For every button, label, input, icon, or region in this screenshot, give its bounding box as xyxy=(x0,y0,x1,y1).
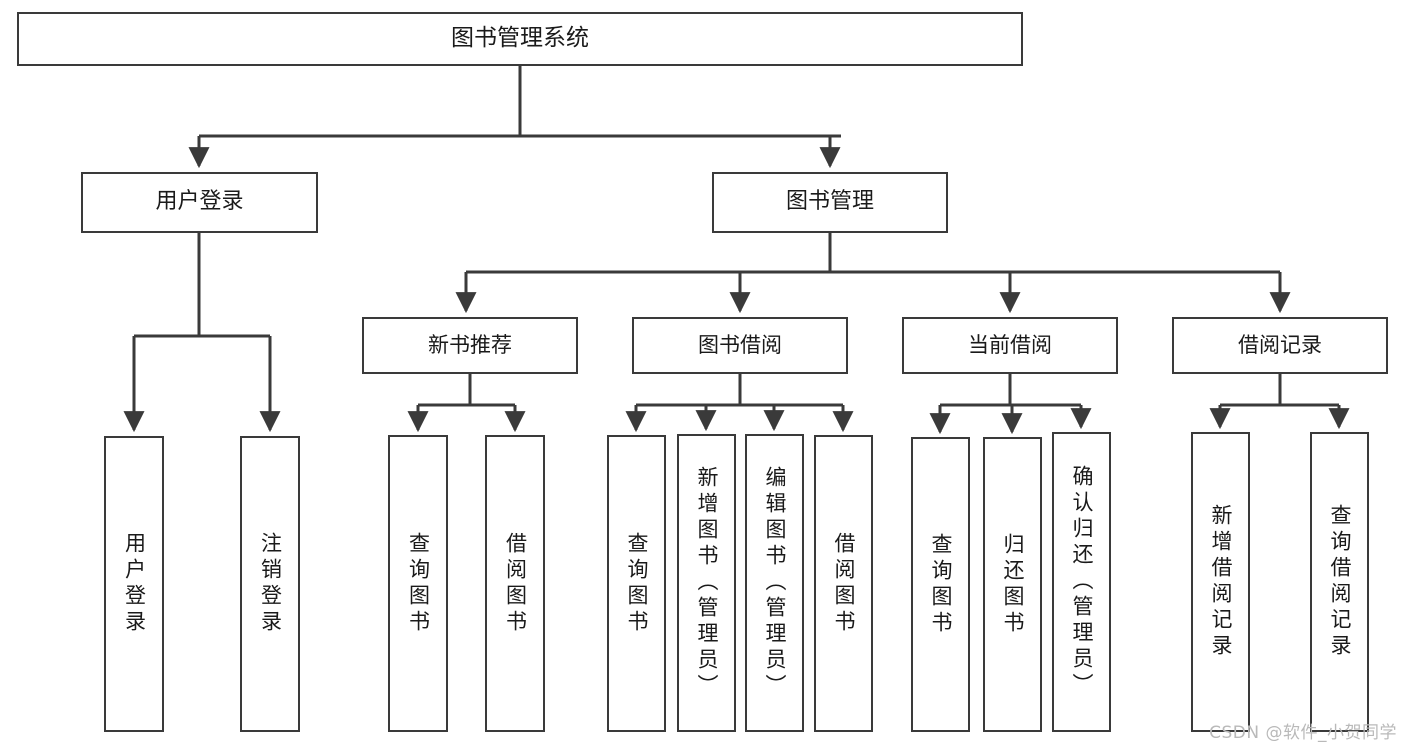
node-current-borrow-label: 当前借阅 xyxy=(968,332,1052,357)
watermark-text: CSDN @软件_小贺同学 xyxy=(1209,723,1397,743)
node-leaf-confirm-return-admin[interactable]: 确认归还（管理员） xyxy=(1052,432,1111,732)
node-borrow-record-label: 借阅记录 xyxy=(1238,332,1322,357)
node-leaf-query-borrow-record[interactable]: 查询借阅记录 xyxy=(1310,432,1369,732)
node-current-borrow[interactable]: 当前借阅 xyxy=(902,317,1118,374)
node-leaf-user-login-label: 用户登录 xyxy=(122,532,147,636)
node-leaf-add-book-admin-label: 新增图书（管理员） xyxy=(695,466,719,700)
node-borrow-record[interactable]: 借阅记录 xyxy=(1172,317,1388,374)
node-leaf-return-book[interactable]: 归还图书 xyxy=(983,437,1042,732)
node-leaf-query-borrow-record-label: 查询借阅记录 xyxy=(1328,504,1352,660)
node-leaf-borrow-book-recommend[interactable]: 借阅图书 xyxy=(485,435,545,732)
node-leaf-query-book-borrow[interactable]: 查询图书 xyxy=(607,435,666,732)
node-book-borrow-label: 图书借阅 xyxy=(698,332,782,357)
node-leaf-edit-book-admin-label: 编辑图书（管理员） xyxy=(763,466,787,700)
node-leaf-add-borrow-record-label: 新增借阅记录 xyxy=(1209,504,1233,660)
node-leaf-logout[interactable]: 注销登录 xyxy=(240,436,300,732)
node-leaf-query-book-current[interactable]: 查询图书 xyxy=(911,437,970,732)
node-leaf-query-book-current-label: 查询图书 xyxy=(929,532,953,637)
node-leaf-user-login[interactable]: 用户登录 xyxy=(104,436,164,732)
node-leaf-query-book-recommend-label: 查询图书 xyxy=(406,531,431,636)
node-leaf-return-book-label: 归还图书 xyxy=(1001,532,1025,637)
node-book-management[interactable]: 图书管理 xyxy=(712,172,948,233)
node-new-book-recommend[interactable]: 新书推荐 xyxy=(362,317,578,374)
node-leaf-borrow-book-label: 借阅图书 xyxy=(832,531,856,636)
node-user-login-label: 用户登录 xyxy=(155,189,244,215)
node-root[interactable]: 图书管理系统 xyxy=(17,12,1023,66)
node-user-login[interactable]: 用户登录 xyxy=(81,172,318,233)
node-leaf-add-borrow-record[interactable]: 新增借阅记录 xyxy=(1191,432,1250,732)
node-leaf-add-book-admin[interactable]: 新增图书（管理员） xyxy=(677,434,736,732)
node-leaf-borrow-book[interactable]: 借阅图书 xyxy=(814,435,873,732)
node-new-book-recommend-label: 新书推荐 xyxy=(428,332,512,357)
node-book-management-label: 图书管理 xyxy=(785,189,874,215)
node-root-label: 图书管理系统 xyxy=(451,25,589,52)
node-leaf-borrow-book-recommend-label: 借阅图书 xyxy=(503,531,528,636)
node-leaf-edit-book-admin[interactable]: 编辑图书（管理员） xyxy=(745,434,804,732)
node-leaf-query-book-borrow-label: 查询图书 xyxy=(625,531,649,636)
node-leaf-query-book-recommend[interactable]: 查询图书 xyxy=(388,435,448,732)
node-leaf-confirm-return-admin-label: 确认归还（管理员） xyxy=(1070,465,1094,699)
node-leaf-logout-label: 注销登录 xyxy=(258,532,283,636)
node-book-borrow[interactable]: 图书借阅 xyxy=(632,317,848,374)
